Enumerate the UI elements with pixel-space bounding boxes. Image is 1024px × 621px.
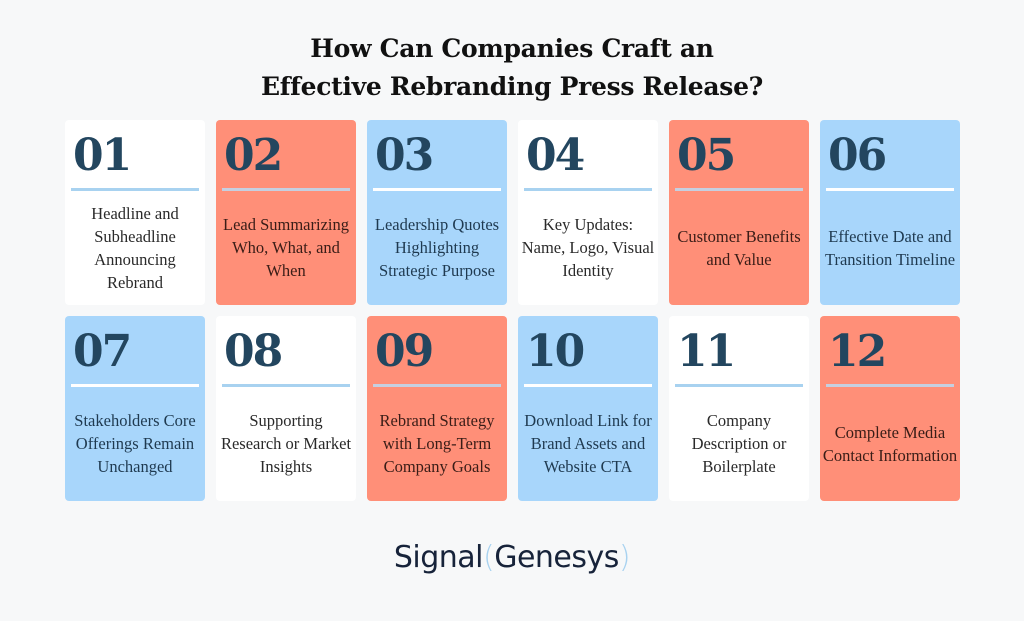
card-label: Supporting Research or Market Insights xyxy=(220,411,352,476)
card-divider xyxy=(71,188,199,191)
card-divider xyxy=(524,384,652,387)
card-label: Complete Media Contact Information xyxy=(822,422,958,465)
card-number: 04 xyxy=(526,130,585,181)
card-number: 11 xyxy=(677,326,736,377)
card-number: 05 xyxy=(677,130,736,181)
card-divider xyxy=(826,384,954,387)
title-line-2: Effective Rebranding Press Release? xyxy=(260,72,764,101)
card-09: 09 Rebrand Strategy with Long-Term Compa… xyxy=(367,316,507,501)
card-number: 02 xyxy=(224,130,283,181)
card-12: 12 Complete Media Contact Information xyxy=(820,316,960,501)
card-divider xyxy=(675,188,803,191)
brand-logo: Signal(Genesys) xyxy=(0,540,1024,575)
card-number: 10 xyxy=(526,326,585,377)
card-divider xyxy=(373,188,501,191)
logo-word-signal: Signal xyxy=(393,540,484,575)
title-line-1: How Can Companies Craft an xyxy=(310,34,714,63)
card-08: 08 Supporting Research or Market Insight… xyxy=(216,316,356,501)
card-number: 07 xyxy=(73,326,132,377)
infographic-title: How Can Companies Craft an Effective Reb… xyxy=(0,30,1024,106)
card-divider xyxy=(373,384,501,387)
card-divider xyxy=(826,188,954,191)
card-number: 12 xyxy=(828,326,887,377)
card-06: 06 Effective Date and Transition Timelin… xyxy=(820,120,960,305)
card-number: 03 xyxy=(375,130,434,181)
card-01: 01 Headline and Subheadline Announcing R… xyxy=(65,120,205,305)
card-divider xyxy=(222,384,350,387)
card-number: 09 xyxy=(375,326,434,377)
card-04: 04 Key Updates: Name, Logo, Visual Ident… xyxy=(518,120,658,305)
logo-open-paren: ( xyxy=(483,540,495,575)
card-label: Company Description or Boilerplate xyxy=(691,411,787,476)
card-divider xyxy=(222,188,350,191)
card-05: 05 Customer Benefits and Value xyxy=(669,120,809,305)
card-02: 02 Lead Summarizing Who, What, and When xyxy=(216,120,356,305)
card-11: 11 Company Description or Boilerplate xyxy=(669,316,809,501)
card-divider xyxy=(71,384,199,387)
card-label: Leadership Quotes Highlighting Strategic… xyxy=(374,215,500,280)
card-label: Effective Date and Transition Timeline xyxy=(824,226,956,269)
card-label: Stakeholders Core Offerings Remain Uncha… xyxy=(74,411,196,476)
card-label: Key Updates: Name, Logo, Visual Identity xyxy=(521,215,655,280)
card-label: Customer Benefits and Value xyxy=(677,226,801,269)
card-label: Rebrand Strategy with Long-Term Company … xyxy=(379,411,495,476)
card-number: 08 xyxy=(224,326,283,377)
logo-word-genesys: Genesys xyxy=(494,540,619,575)
card-label: Download Link for Brand Assets and Websi… xyxy=(524,411,652,476)
card-03: 03 Leadership Quotes Highlighting Strate… xyxy=(367,120,507,305)
card-number: 01 xyxy=(73,130,132,181)
card-divider xyxy=(524,188,652,191)
card-number: 06 xyxy=(828,130,887,181)
card-divider xyxy=(675,384,803,387)
card-label: Headline and Subheadline Announcing Rebr… xyxy=(91,203,179,292)
card-label: Lead Summarizing Who, What, and When xyxy=(222,215,349,280)
logo-close-paren: ) xyxy=(618,540,631,575)
card-07: 07 Stakeholders Core Offerings Remain Un… xyxy=(65,316,205,501)
card-10: 10 Download Link for Brand Assets and We… xyxy=(518,316,658,501)
